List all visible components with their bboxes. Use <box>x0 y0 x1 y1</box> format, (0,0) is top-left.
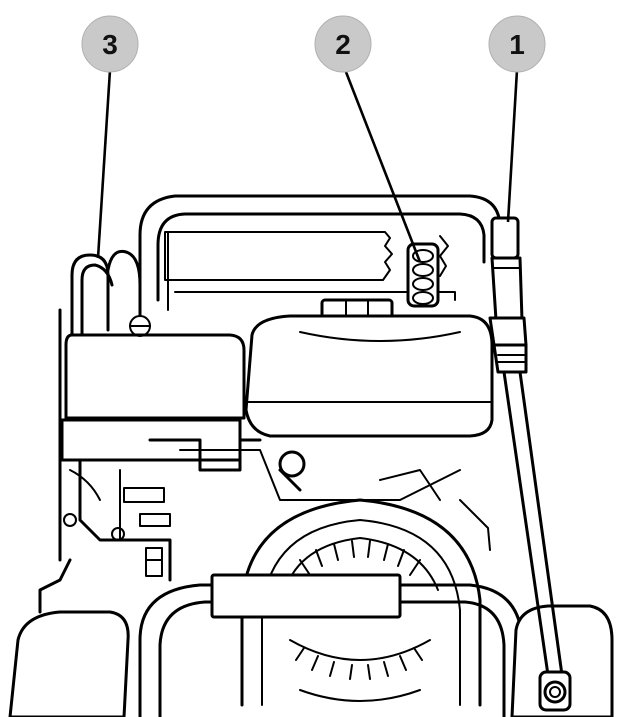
leader-line-3 <box>96 69 112 259</box>
spray-wand <box>488 216 572 712</box>
callout-1-label: 1 <box>509 29 525 60</box>
leader-line-1 <box>506 69 519 223</box>
air-cleaner <box>60 315 246 462</box>
callout-2-label: 2 <box>335 29 351 60</box>
lower-frame <box>138 573 524 717</box>
fuel-tank <box>244 298 494 438</box>
hose-coil <box>58 249 142 562</box>
callout-3-label: 3 <box>102 29 118 60</box>
callout-2: 2 <box>314 15 372 73</box>
engine-body <box>63 438 491 582</box>
nozzle-holder <box>406 242 440 308</box>
wheels <box>8 558 614 717</box>
frame-handle <box>138 194 502 311</box>
leader-line-2 <box>344 71 422 263</box>
callout-3: 3 <box>81 15 139 73</box>
recoil-starter <box>240 498 482 707</box>
callout-1: 1 <box>488 15 546 73</box>
